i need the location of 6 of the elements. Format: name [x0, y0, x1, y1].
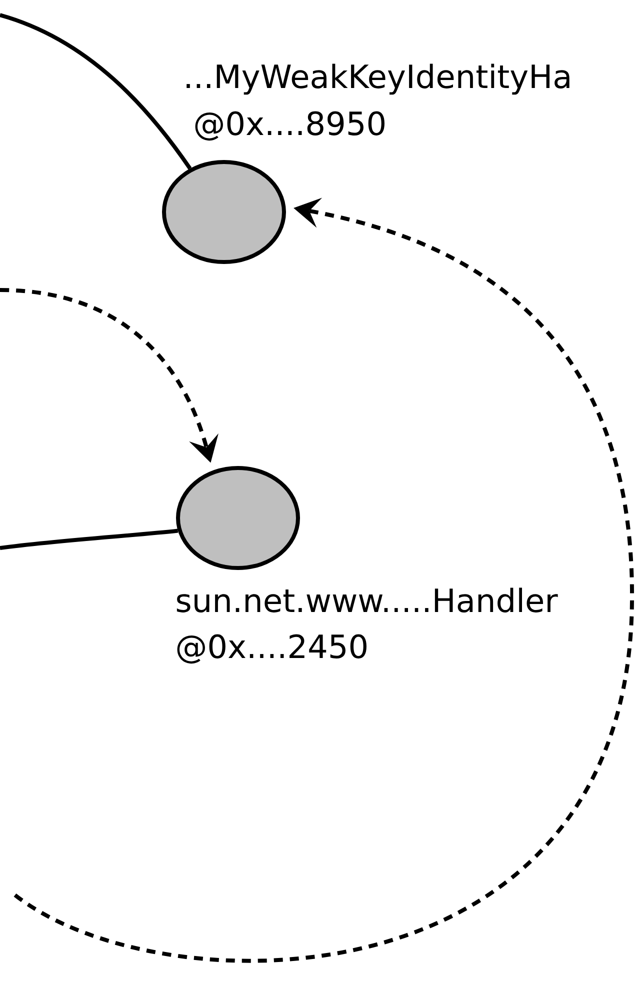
node-label: @0x....8950 [195, 111, 384, 141]
node-label: @0x....2450 [177, 634, 366, 664]
connector-line [0, 13, 192, 170]
node-label: sun.net.www.....Handler [176, 588, 558, 612]
node-label: ...MyWeakKeyIdentityHa [186, 64, 570, 95]
connector-line [0, 528, 178, 550]
